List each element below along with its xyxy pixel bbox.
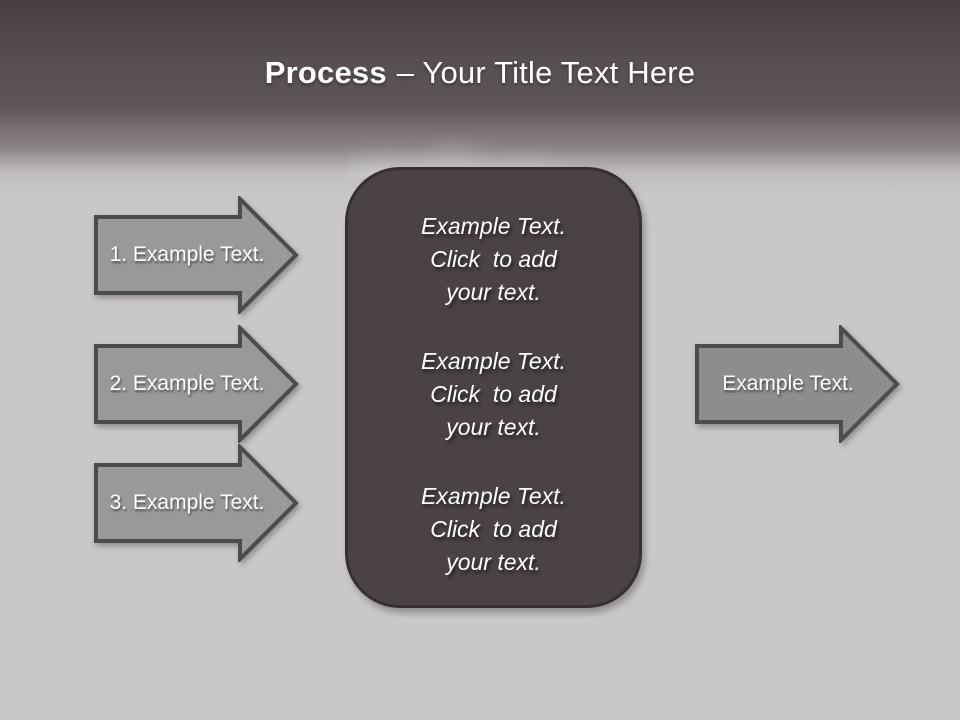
placeholder-line: your text. — [446, 414, 541, 440]
process-step-3-label: 3. Example Text. — [109, 491, 265, 514]
placeholder-text-block: Example Text. Click to add your text. — [348, 345, 639, 444]
right-arrow-shape-icon — [695, 325, 900, 443]
title-subtitle: – Your Title Text Here — [396, 55, 696, 90]
placeholder-text-block: Example Text. Click to add your text. — [348, 210, 639, 309]
placeholder-line: Example Text. — [421, 348, 566, 374]
placeholder-line: Click to add — [430, 516, 557, 542]
placeholder-line: Example Text. — [421, 483, 566, 509]
process-output-label: Example Text. — [722, 372, 854, 395]
title-keyword: Process — [264, 55, 387, 90]
content-placeholder-box[interactable]: Example Text. Click to add your text. Ex… — [345, 167, 642, 608]
process-step-2-label: 2. Example Text. — [109, 372, 265, 395]
process-step-3-arrow[interactable]: 3. Example Text. — [94, 444, 300, 562]
right-arrow-shape-icon — [94, 325, 299, 443]
slide-title[interactable]: Process – Your Title Text Here — [0, 55, 960, 91]
placeholder-line: your text. — [446, 279, 541, 305]
process-step-2-arrow[interactable]: 2. Example Text. — [94, 325, 300, 443]
placeholder-line: Click to add — [430, 381, 557, 407]
process-step-1-label: 1. Example Text. — [109, 243, 265, 266]
right-arrow-shape-icon — [94, 196, 299, 314]
placeholder-line: Example Text. — [421, 213, 566, 239]
process-output-arrow[interactable]: Example Text. — [695, 325, 901, 443]
placeholder-line: your text. — [446, 549, 541, 575]
right-arrow-shape-icon — [94, 444, 299, 562]
placeholder-text-block: Example Text. Click to add your text. — [348, 480, 639, 579]
placeholder-line: Click to add — [430, 246, 557, 272]
process-step-1-arrow[interactable]: 1. Example Text. — [94, 196, 300, 314]
